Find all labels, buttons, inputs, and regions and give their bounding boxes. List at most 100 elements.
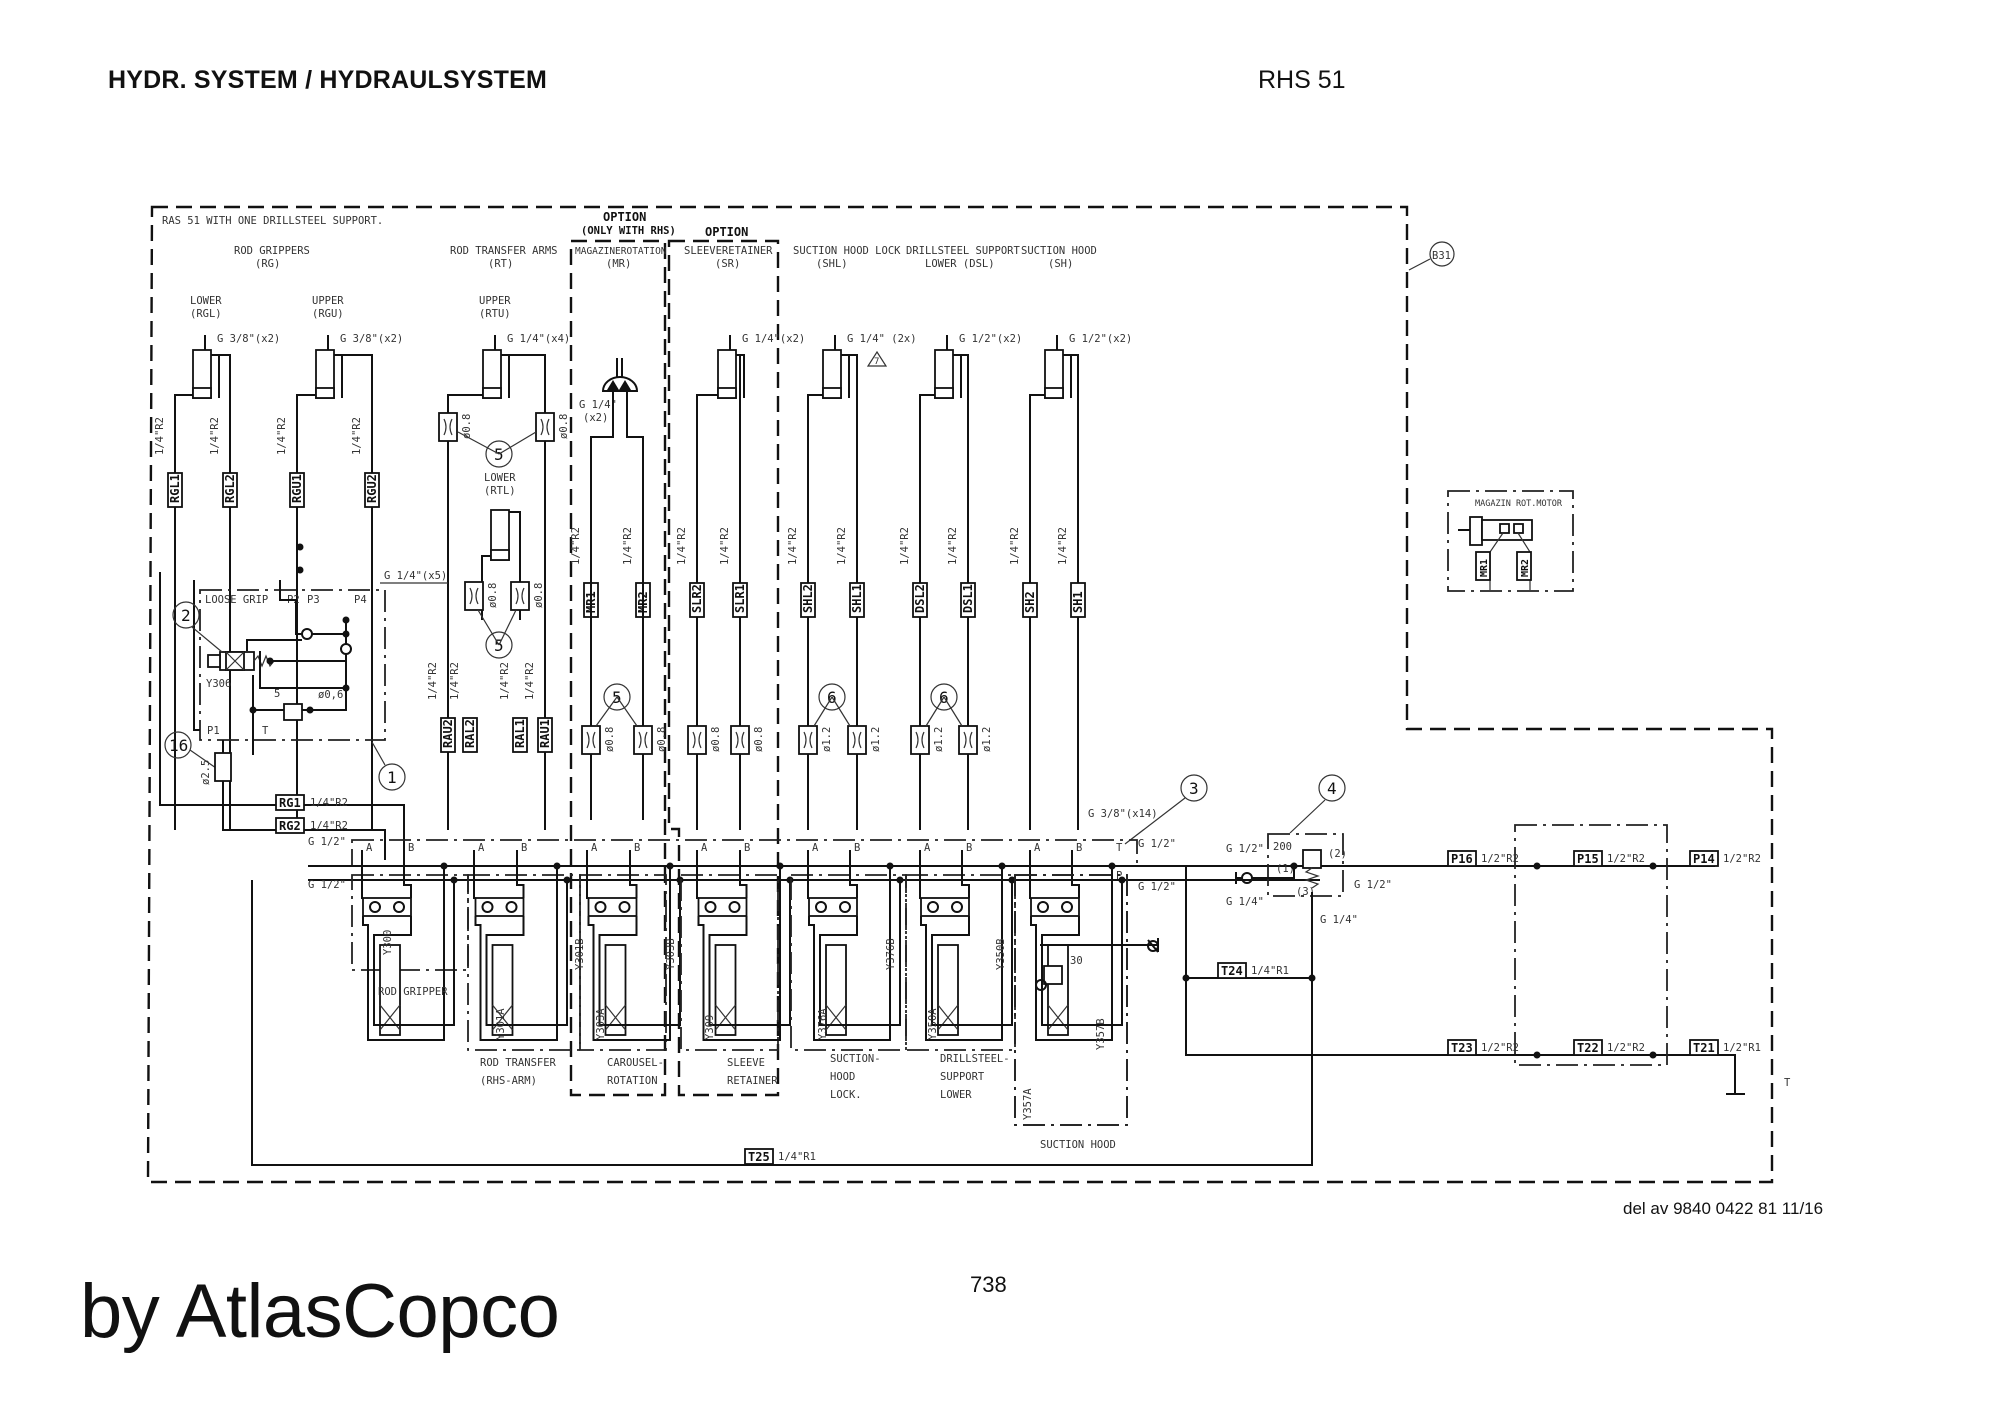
- option-label-magazine: OPTION: [603, 210, 646, 224]
- solenoid-y350a: Y350A: [927, 1008, 939, 1040]
- pressure-valve-port-out: G 1/2": [1354, 879, 1392, 891]
- port-a-label: A: [478, 842, 485, 854]
- cyl-rgu-name: UPPER: [312, 295, 344, 307]
- hose-tag-label: RAU1: [538, 719, 552, 748]
- valve-group-label: RETAINER: [727, 1075, 778, 1087]
- manifold-outlet-t: G 1/2": [1138, 838, 1176, 850]
- restrictor: ø0.8: [730, 725, 765, 755]
- hose-spec: 1/4"R2: [209, 417, 221, 455]
- port-b-label: B: [634, 842, 640, 854]
- suction-hood-relief: 30: [1014, 874, 1159, 1126]
- motor-box-title: MAGAZIN ROT.MOTOR: [1475, 499, 1563, 509]
- option-box-magazine: [569, 239, 667, 1097]
- hose-tag-label: SH2: [1023, 591, 1037, 613]
- hose-spec: 1/4"R2: [676, 527, 688, 565]
- port-a-label: A: [1034, 842, 1041, 854]
- cylinder-port-label: G 1/4"(x4): [507, 333, 570, 345]
- restrictor: ø0.8: [687, 725, 722, 755]
- callout-label: 5: [494, 636, 504, 655]
- restrictor: ø0.8: [535, 412, 570, 442]
- loose-grip-port-p4: P4: [354, 594, 367, 606]
- section-rod-transfer-code: (RT): [488, 258, 513, 270]
- callout-b31-label: B31: [1432, 250, 1451, 262]
- option-sublabel-magazine: (ONLY WITH RHS): [581, 225, 676, 237]
- solenoid-y357b: Y357B: [1095, 1018, 1107, 1050]
- callout-5: 5: [595, 683, 638, 727]
- restrictor-label: ø0.8: [558, 414, 570, 439]
- loose-grip-port-t: T: [262, 725, 269, 737]
- loose-grip-port-p3: P3: [307, 594, 320, 606]
- cyl-rgl-name: LOWER: [190, 295, 222, 307]
- supply-spec-rg1: 1/4"R2: [310, 797, 348, 809]
- cylinder: G 1/2"(x2): [1029, 333, 1132, 830]
- valve-group-label: (RHS-ARM): [480, 1075, 537, 1087]
- cylinder-port-label: G 3/8"(x2): [217, 333, 280, 345]
- pressure-valve-port-in: G 1/2": [1226, 843, 1264, 855]
- manifold-outlet-p: G 1/2": [1138, 881, 1176, 893]
- callout-b31: B31: [1408, 241, 1455, 271]
- warning-symbol: 7: [866, 350, 888, 367]
- hose-tag-label: SHL1: [850, 584, 864, 613]
- cyl-rtl-code: (RTL): [484, 485, 516, 497]
- option-label-sleeve: OPTION: [705, 225, 748, 239]
- callout-2: 2: [181, 606, 191, 625]
- tank-tag: T22: [1577, 1041, 1599, 1055]
- cylinder-port-label: G 1/2"(x2): [959, 333, 1022, 345]
- cylinder-rtl: [481, 509, 521, 620]
- tank-spec-t25: 1/4"R1: [778, 1151, 816, 1163]
- callout-5: 5: [477, 609, 517, 659]
- option-box-sleeve: [667, 239, 780, 1097]
- hose-spec: 1/4"R2: [154, 417, 166, 455]
- callout-6: 6: [925, 683, 963, 727]
- cylinder-layer: G 3/8"(x2)G 3/8"(x2)G 1/4"(x4)G 1/4"(x2)…: [174, 333, 1132, 830]
- valve-group-label: SUPPORT: [940, 1071, 985, 1083]
- callout-1: 1: [387, 768, 397, 787]
- section-drillsteel-code: LOWER (DSL): [925, 258, 995, 270]
- loose-grip-block: LOOSE GRIP P2 P3 P4 P1 T Y306 5 ø0,6 G 1…: [193, 543, 448, 755]
- rg-supply-restrictor-label: ø2.5: [200, 760, 212, 785]
- pressure-valve-setting: 200: [1273, 841, 1292, 853]
- cyl-rgu-code: (RGU): [312, 308, 344, 320]
- tank-symbol-label: T: [1784, 1077, 1791, 1089]
- hose-tag-label: SLR1: [733, 584, 747, 613]
- supply-tag-rg1: RG1: [279, 796, 301, 810]
- motor-box-port-mr2: MR2: [1520, 559, 1531, 577]
- section-rod-transfer-title: ROD TRANSFER ARMS: [450, 245, 557, 257]
- valve-group-label: HOOD: [830, 1071, 855, 1083]
- port-b-label: B: [744, 842, 750, 854]
- restrictor-label: ø0.8: [656, 727, 668, 752]
- valve-group-label: ROTATION: [607, 1075, 658, 1087]
- restrictor: ø1.2: [798, 725, 833, 755]
- restrictor-label: ø0.8: [461, 414, 473, 439]
- pressure-spec: 1/2"R2: [1723, 853, 1761, 865]
- loose-grip-restrictor: ø0,6: [318, 689, 343, 701]
- pressure-tag: P14: [1693, 852, 1715, 866]
- pressure-valve-port-2: (2): [1328, 848, 1347, 860]
- hose-spec: 1/4"R2: [899, 527, 911, 565]
- loose-grip-port-spec: G 1/4"(x5): [384, 570, 447, 582]
- hose-tag-label: DSL2: [913, 584, 927, 613]
- pressure-reducing-valve: 200 (1) (2) (3) G 1/2" G 1/2" G 1/4" G 1…: [251, 833, 1392, 1166]
- hose-tag-label: RGL2: [223, 474, 237, 503]
- hose-spec: 1/4"R2: [836, 527, 848, 565]
- rg-supply-restrictor: ø2.5: [159, 572, 405, 860]
- valve-group-label: SLEEVE: [727, 1057, 765, 1069]
- motor-port-label: G 1/4": [579, 399, 617, 411]
- port-a-label: A: [591, 842, 598, 854]
- tank-line-t24: T24 1/4"R1: [1182, 962, 1316, 982]
- page-title: HYDR. SYSTEM / HYDRAULSYSTEM: [108, 66, 547, 94]
- hose-tag-label: SH1: [1071, 591, 1085, 613]
- suction-hood-relief-setting: 30: [1070, 955, 1083, 967]
- loose-grip-relief-setting: 5: [274, 688, 280, 700]
- hose-tag-label: SHL2: [801, 584, 815, 613]
